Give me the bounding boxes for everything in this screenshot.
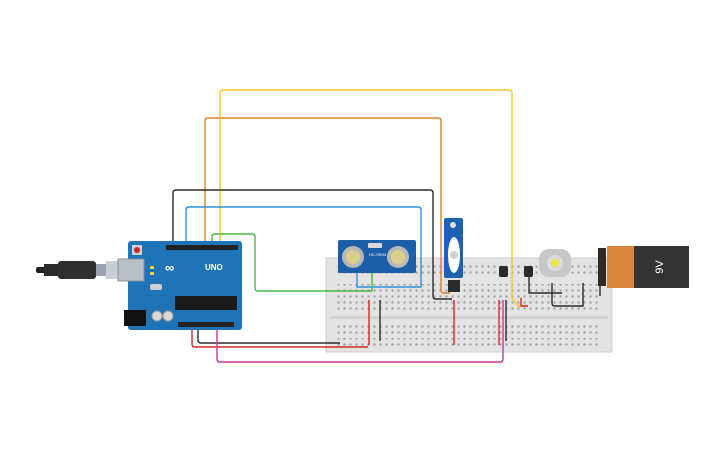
wire-motor-black-2[interactable] — [528, 272, 562, 294]
wire-yellow[interactable] — [219, 89, 528, 307]
transistor-1[interactable] — [499, 266, 508, 277]
arduino-logo-icon: ∞ — [165, 260, 174, 275]
arduino-brand: UNO — [205, 263, 223, 272]
wire-orange[interactable] — [204, 117, 450, 294]
battery-label: 9V — [654, 260, 666, 274]
ultrasonic-sensor[interactable]: HC-SR04 — [338, 240, 416, 273]
arduino-uno[interactable]: ∞ UNO — [117, 241, 242, 330]
digital-header — [166, 245, 238, 250]
wire-blue[interactable] — [185, 206, 422, 288]
wire-magenta[interactable] — [216, 300, 504, 363]
power-jack — [124, 310, 146, 326]
battery-9v[interactable]: 9V — [598, 246, 689, 288]
wire-green[interactable] — [211, 233, 373, 292]
atmega-chip — [175, 296, 237, 310]
reset-button[interactable] — [134, 247, 140, 253]
wire-red-short[interactable] — [520, 298, 528, 307]
servo-motor[interactable] — [444, 218, 463, 292]
power-header — [178, 322, 234, 327]
transistor-2[interactable] — [524, 266, 533, 277]
wire-black-bottom[interactable] — [197, 326, 340, 344]
wire-red[interactable] — [191, 326, 368, 348]
ultrasonic-label: HC-SR04 — [369, 252, 387, 257]
wire-black-top[interactable] — [172, 189, 452, 300]
wire-motor-black[interactable] — [551, 283, 584, 307]
dc-motor[interactable] — [539, 249, 571, 277]
usb-cable[interactable] — [36, 261, 120, 279]
usb-jack — [117, 258, 145, 282]
